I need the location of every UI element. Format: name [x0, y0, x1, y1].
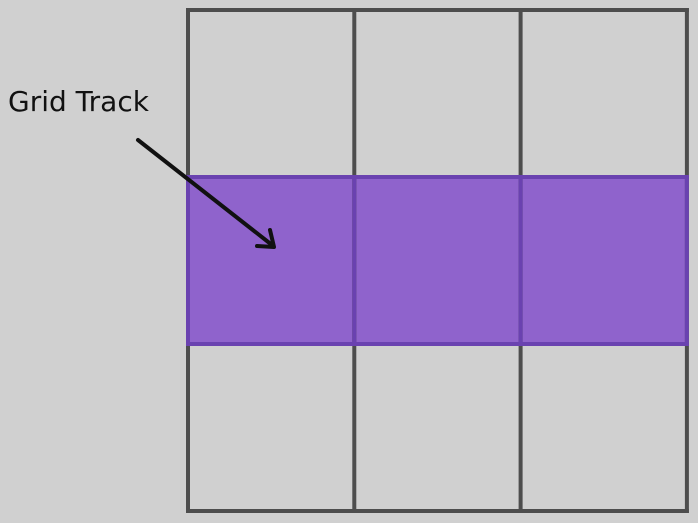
- highlighted-track-cell: [354, 177, 521, 344]
- grid-cell: [520, 10, 687, 177]
- arrow-head: [255, 228, 276, 249]
- highlighted-track-cell: [520, 177, 687, 344]
- grid-cell: [354, 10, 521, 177]
- arrow-icon: [136, 138, 276, 249]
- grid-cell: [188, 344, 355, 511]
- grid-lines: [186, 8, 689, 513]
- grid-track-label: Grid Track: [8, 85, 149, 118]
- grid-cell: [354, 344, 521, 511]
- highlighted-track-cell: [188, 177, 355, 344]
- grid-cell: [520, 344, 687, 511]
- grid-cell: [188, 10, 355, 177]
- arrow-shaft: [136, 138, 274, 247]
- grid-cells: [188, 10, 687, 511]
